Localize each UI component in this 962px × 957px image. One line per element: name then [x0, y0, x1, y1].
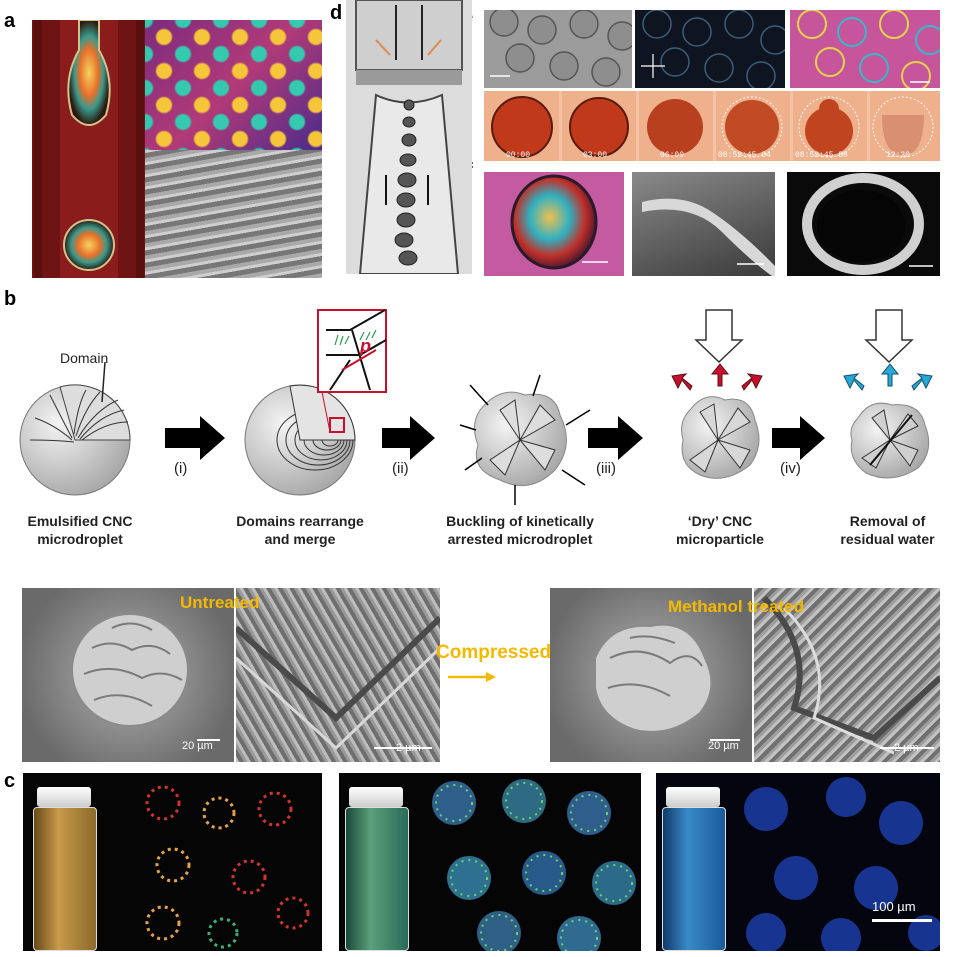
arrow-step-iv	[772, 416, 825, 460]
dry-cnc-microparticle	[671, 309, 763, 479]
panel-a-polarized-droplets-image	[145, 20, 322, 150]
domain-label: Domain	[60, 350, 109, 366]
timestamp-4: 08:52:45.84	[718, 151, 771, 160]
caption-5-line2: residual water	[840, 531, 935, 547]
caption-2: Domains rearrange and merge	[210, 512, 390, 548]
sphere-merged-domains	[244, 384, 356, 496]
blue-reflection-particles	[744, 777, 940, 951]
compressed-arrow-icon	[448, 672, 496, 682]
caption-1-line2: microdroplet	[37, 531, 123, 547]
panel-f-microparticle-polarized-image	[484, 172, 624, 276]
brightfield-droplets	[489, 10, 632, 87]
caption-5: Removal of residual water	[815, 512, 960, 548]
caption-4-line2: microparticle	[676, 531, 764, 547]
methanol-layers-drawing	[761, 595, 940, 755]
timestamp-5: 08:52:45.88	[795, 151, 848, 160]
arrow-step-i	[165, 416, 225, 460]
scale-bar-label-2: 2 µm	[396, 742, 421, 754]
panel-c-red-particles-image	[23, 773, 322, 951]
timestamp-6: 12:30	[886, 151, 911, 160]
panel-label-a: a	[4, 10, 16, 32]
panel-d-capillary-image	[346, 0, 472, 275]
vial-orange	[33, 787, 97, 951]
vial-green	[345, 787, 409, 951]
timestamp-2: 03:00	[583, 151, 608, 160]
panel-e-brightfield-image	[484, 10, 632, 88]
green-reflection-particles	[432, 779, 636, 951]
sem-methanol-particle-image	[550, 588, 752, 762]
sem-methanol-layers-image	[754, 588, 940, 762]
panel-e-crossed-polarizer-image	[635, 10, 785, 88]
caption-1: Emulsified CNC microdroplet	[0, 512, 160, 548]
caption-1-line1: Emulsified CNC	[27, 513, 133, 529]
sphere-emulsified-droplet	[19, 384, 131, 496]
microfluidic-channel-drawing	[34, 19, 144, 278]
timestamp-3: 06:00	[660, 151, 685, 160]
panel-e-timelapse-strip	[484, 91, 940, 161]
panel-b-schematic	[19, 309, 933, 505]
caption-2-line2: and merge	[264, 531, 336, 547]
scale-bar-label-4: 2 µm	[894, 742, 919, 754]
step-label-iii: (iii)	[596, 460, 616, 477]
inset-pitch-detail	[317, 309, 387, 433]
panel-e-lambda-plate-image	[790, 10, 940, 88]
polarized-microparticle	[510, 174, 608, 270]
sem-untreated-layers-image	[236, 588, 440, 762]
lambda-plate-droplets	[797, 10, 940, 88]
caption-3-line2: arrested microdroplet	[447, 531, 593, 547]
panel-c-blue-particles-image: 100 µm	[656, 773, 940, 951]
caption-3: Buckling of kinetically arrested microdr…	[420, 512, 620, 548]
scale-bar-100um	[872, 919, 932, 922]
methanol-particle-drawing	[594, 623, 740, 741]
buckled-microdroplet	[459, 374, 591, 505]
panel-label-b: b	[4, 288, 17, 310]
panel-c-green-particles-image	[339, 773, 641, 951]
label-untreated: Untreated	[180, 593, 260, 612]
vial-blue	[662, 787, 726, 951]
timelapse-drying-droplets	[491, 91, 934, 161]
scale-bar-label-100um: 100 µm	[872, 899, 916, 914]
crossed-polar-droplets	[641, 10, 785, 88]
panel-a-microfluidic-image	[32, 19, 145, 278]
step-label-iv: (iv)	[780, 460, 801, 477]
panel-a-sem-layers-image	[145, 150, 322, 278]
panel-f-sem-shell-edge-image	[632, 172, 775, 276]
capillary-device-drawing	[346, 0, 472, 275]
final-microparticle	[843, 309, 933, 479]
label-methanol-treated: Methanol treated	[668, 597, 805, 616]
arrow-step-ii	[382, 416, 435, 460]
step-label-ii: (ii)	[392, 460, 409, 477]
panel-label-c: c	[4, 770, 16, 792]
caption-3-line1: Buckling of kinetically	[446, 513, 594, 529]
scale-bar-label-3: 20 µm	[708, 740, 739, 752]
pitch-label: p	[360, 336, 371, 356]
timestamp-1: 00:00	[506, 151, 531, 160]
step-label-i: (i)	[174, 460, 188, 477]
untreated-layers-drawing	[236, 615, 440, 751]
sem-hollow-shell	[802, 173, 933, 275]
caption-5-line1: Removal of	[849, 513, 926, 529]
label-compressed: Compressed	[436, 642, 552, 663]
caption-4: ‘Dry’ CNC microparticle	[650, 512, 790, 548]
caption-4-line1: ‘Dry’ CNC	[687, 513, 753, 529]
scale-bar-label-1: 20 µm	[182, 740, 213, 752]
panel-f-sem-shell-image	[787, 172, 940, 276]
caption-2-line1: Domains rearrange	[236, 513, 364, 529]
sem-untreated-particle-image	[22, 588, 234, 762]
panel-label-d: d	[330, 2, 343, 24]
arrow-step-iii	[588, 416, 643, 460]
sem-shell-edge	[642, 198, 775, 276]
red-reflection-particles	[145, 785, 310, 949]
untreated-particle-drawing	[71, 613, 220, 741]
